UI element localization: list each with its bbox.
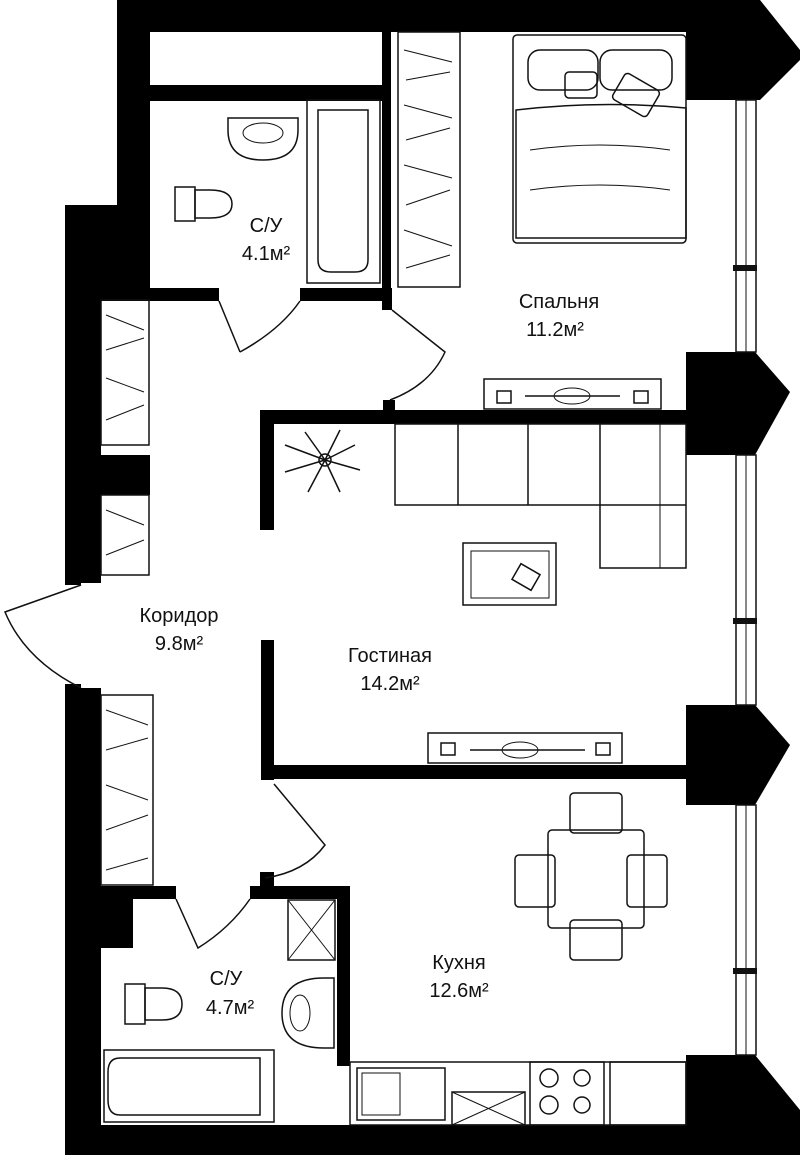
tv-unit-icon <box>427 378 662 764</box>
room-name-corridor: Коридор <box>140 605 219 627</box>
sofa-icon <box>394 423 687 569</box>
sink-icon <box>227 117 335 1049</box>
room-area-bedroom: 11.2м² <box>526 319 584 341</box>
room-area-bathroom-2: 4.7м² <box>206 997 255 1019</box>
coffee-table-icon <box>462 542 557 606</box>
stove-icon <box>529 1061 605 1126</box>
bed-icon <box>512 34 687 244</box>
kitchen-counter <box>349 1061 687 1126</box>
room-name-kitchen: Кухня <box>432 952 486 974</box>
plant-icon <box>284 429 361 493</box>
room-area-living-room: 14.2м² <box>360 673 420 695</box>
bathtub-icon <box>103 99 381 1123</box>
toilet-icon <box>124 186 233 1025</box>
kitchen-sink-icon <box>356 1067 446 1121</box>
room-name-living-room: Гостиная <box>348 645 432 667</box>
room-area-kitchen: 12.6м² <box>429 980 489 1002</box>
room-area-corridor: 9.8м² <box>155 633 204 655</box>
room-area-bathroom-1: 4.1м² <box>242 243 291 265</box>
room-name-bathroom-2: С/У <box>210 968 243 990</box>
room-name-bathroom-1: С/У <box>250 215 283 237</box>
door-icon <box>4 300 446 950</box>
room-labels: С/У 4.1м² Спальня 11.2м² Коридор 9.8м² Г… <box>140 215 600 1019</box>
room-name-bedroom: Спальня <box>519 291 599 313</box>
wardrobe-icon <box>100 31 461 886</box>
shower-icon <box>287 899 336 961</box>
walls <box>65 0 800 1155</box>
window-icon <box>733 99 757 1056</box>
dining-table-icon <box>514 792 668 961</box>
